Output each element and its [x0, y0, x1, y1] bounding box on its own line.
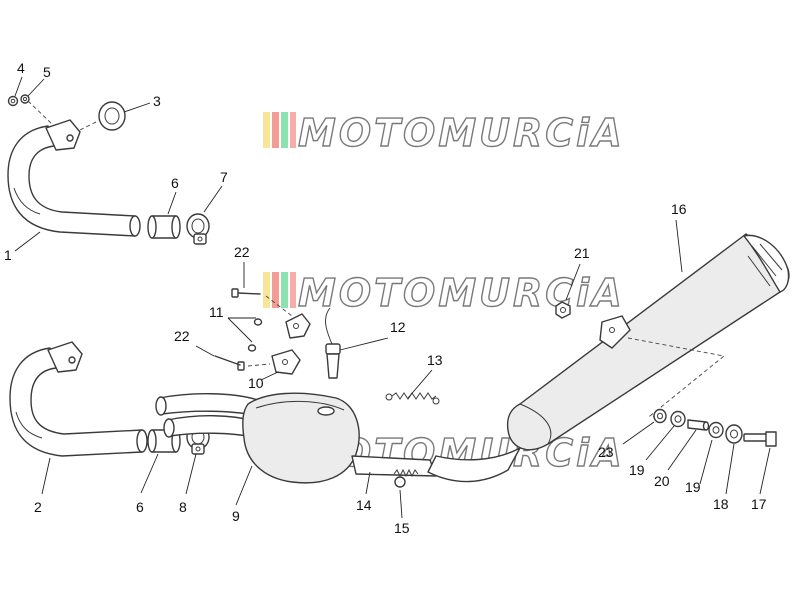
callout-7: 7 — [220, 169, 228, 185]
watermark-text: MOTOMURCiA — [298, 271, 625, 315]
leader-lines — [14, 76, 771, 519]
callout-20: 20 — [654, 473, 670, 489]
callout-21: 21 — [574, 245, 590, 261]
watermark-text: MOTOMURCiA — [298, 111, 625, 155]
part-10-bracket-upper — [285, 313, 311, 339]
part-6-sleeve-upper — [147, 215, 181, 239]
part-2-header-pipe-lower — [9, 341, 148, 457]
callout-5: 5 — [43, 64, 51, 80]
callout-1: 1 — [4, 247, 12, 263]
part-12-oxygen-sensor — [325, 307, 341, 379]
callout-12: 12 — [390, 319, 406, 335]
part-11-spacer-upper — [253, 318, 263, 326]
part-19-bushing-right — [708, 421, 724, 439]
callout-15: 15 — [394, 520, 410, 536]
part-1-header-pipe-upper — [7, 119, 141, 237]
callout-11: 11 — [209, 304, 224, 320]
callout-3: 3 — [153, 93, 161, 109]
callout-18: 18 — [713, 496, 729, 512]
part-7-clamp-upper — [186, 213, 210, 245]
callout-16: 16 — [671, 201, 687, 217]
callout-2: 2 — [34, 499, 42, 515]
callout-23: 23 — [598, 444, 614, 460]
callout-4: 4 — [17, 60, 25, 76]
part-19-bushing-left — [670, 410, 686, 428]
part-13-spring — [385, 392, 440, 405]
part-23-washer — [653, 408, 667, 424]
watermark-top: MOTOMURCiA — [263, 110, 625, 156]
part-4-nut — [7, 95, 19, 107]
callout-22: 22 — [234, 244, 250, 260]
part-20-spacer — [687, 419, 710, 431]
callout-22: 22 — [174, 328, 190, 344]
callout-8: 8 — [179, 499, 187, 515]
callout-labels: 1 2 3 4 5 6 6 7 8 9 10 11 12 13 14 15 16… — [4, 60, 767, 536]
part-9-collector-muffler — [155, 392, 437, 484]
part-21-nut — [555, 301, 571, 319]
callout-6: 6 — [171, 175, 179, 191]
part-3-gasket — [98, 101, 126, 131]
part-10-bracket-lower — [271, 349, 301, 375]
part-22-bolt-lower — [214, 355, 245, 371]
callout-10: 10 — [248, 375, 264, 391]
part-17-bolt — [743, 431, 777, 447]
part-18-washer — [725, 424, 743, 444]
callout-19: 19 — [629, 462, 645, 478]
callout-14: 14 — [356, 497, 372, 513]
callout-17: 17 — [751, 496, 767, 512]
callout-9: 9 — [232, 508, 240, 524]
part-5-washer — [20, 94, 30, 104]
callout-6: 6 — [136, 499, 144, 515]
part-16-silencer — [427, 233, 790, 483]
part-22-bolt-upper — [231, 288, 261, 298]
part-15-spring — [393, 468, 419, 488]
callout-13: 13 — [427, 352, 443, 368]
part-11-spacer-lower — [247, 344, 257, 352]
callout-19: 19 — [685, 479, 701, 495]
